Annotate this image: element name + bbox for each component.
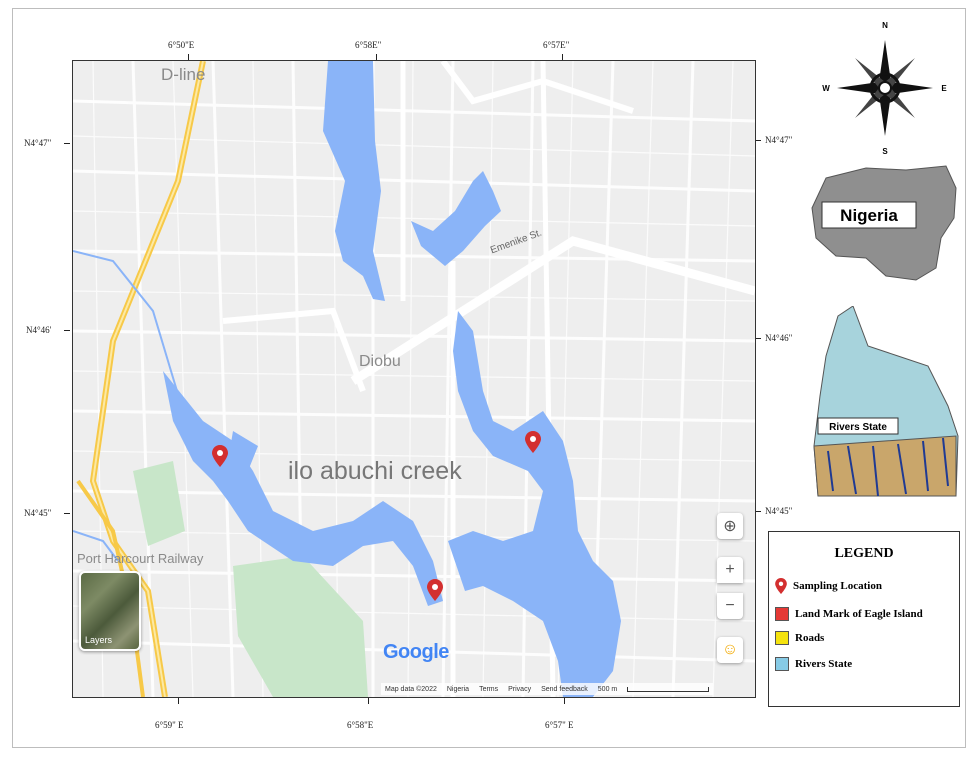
google-logo: Google <box>383 641 449 664</box>
zoom-out-button[interactable]: − <box>717 593 743 619</box>
right-coord-1: N4°47" <box>765 135 793 145</box>
rivers-state-label: Rivers State <box>829 422 887 433</box>
top-tick <box>562 54 563 60</box>
compass-s: S <box>882 147 888 156</box>
bottom-coord-3: 6°57" E <box>545 720 574 730</box>
legend-label: Sampling Location <box>793 580 882 592</box>
map-legend: LEGEND Sampling Location Land Mark of Ea… <box>768 531 960 707</box>
landmark-swatch <box>775 607 789 621</box>
left-tick <box>64 330 70 331</box>
sampling-location-pin[interactable] <box>427 579 443 601</box>
railway-label: Port Harcourt Railway <box>77 551 204 566</box>
top-coord-1: 6°50"E <box>168 40 195 50</box>
attribution-country[interactable]: Nigeria <box>446 685 470 693</box>
rivers-state-inset-map: Rivers State <box>813 306 959 497</box>
google-wordmark: Google <box>383 641 449 663</box>
layers-label: Layers <box>85 635 113 645</box>
legend-item-roads: Roads <box>775 630 824 646</box>
legend-item-sampling: Sampling Location <box>775 578 882 594</box>
right-tick <box>755 338 761 339</box>
left-coord-3: N4°45" <box>24 508 52 518</box>
top-tick <box>188 54 189 60</box>
compass-e: E <box>941 84 947 93</box>
scale-label: 500 m <box>597 685 618 693</box>
sampling-location-pin[interactable] <box>212 445 228 467</box>
left-tick <box>64 513 70 514</box>
left-coord-1: N4°47" <box>24 138 52 148</box>
legend-item-rivers: Rivers State <box>775 656 852 672</box>
top-tick <box>376 54 377 60</box>
compass-w: W <box>822 84 830 93</box>
zoom-in-button[interactable]: + <box>717 557 743 583</box>
bottom-tick <box>178 698 179 704</box>
top-coord-3: 6°57E" <box>543 40 570 50</box>
creek-label: ilo abuchi creek <box>288 457 462 485</box>
attribution-feedback-link[interactable]: Send feedback <box>541 685 588 693</box>
legend-item-landmark: Land Mark of Eagle Island <box>775 606 923 622</box>
attribution-data: Map data ©2022 <box>385 685 437 693</box>
left-tick <box>64 143 70 144</box>
attribution-terms-link[interactable]: Terms <box>479 685 499 693</box>
roads-swatch <box>775 631 789 645</box>
scale-bar <box>627 686 710 692</box>
map-canvas <box>73 61 755 697</box>
my-location-button[interactable]: ⊕ <box>717 513 743 539</box>
attribution-privacy-link[interactable]: Privacy <box>508 685 532 693</box>
dline-label: D-line <box>161 65 206 84</box>
legend-label: Rivers State <box>795 658 853 670</box>
map-attribution: Map data ©2022 Nigeria Terms Privacy Sen… <box>381 683 714 695</box>
sampling-pin-icon <box>775 578 787 594</box>
bottom-tick <box>564 698 565 704</box>
right-tick <box>755 511 761 512</box>
pegman-icon[interactable]: ☺ <box>717 637 743 663</box>
rivers-swatch <box>775 657 789 671</box>
nigeria-inset-map: Nigeria <box>811 165 957 281</box>
legend-label: Land Mark of Eagle Island <box>795 608 923 620</box>
diobu-label: Diobu <box>359 353 401 370</box>
compass-n: N <box>882 21 888 30</box>
bottom-tick <box>368 698 369 704</box>
layers-button[interactable]: Layers <box>79 571 141 651</box>
right-tick <box>755 140 761 141</box>
right-coord-3: N4°45" <box>765 506 793 516</box>
study-area-map[interactable]: D-line Diobu ilo abuchi creek Emenike St… <box>72 60 756 698</box>
bottom-coord-2: 6°58"E <box>347 720 374 730</box>
top-coord-2: 6°58E" <box>355 40 382 50</box>
legend-title: LEGEND <box>834 546 894 561</box>
bottom-coord-1: 6°59" E <box>155 720 184 730</box>
nigeria-label: Nigeria <box>840 206 898 225</box>
left-coord-2: N4°46' <box>26 325 52 335</box>
right-coord-2: N4°46" <box>765 333 793 343</box>
legend-label: Roads <box>795 632 825 644</box>
sampling-location-pin[interactable] <box>525 431 541 453</box>
compass-rose-icon: N S E W <box>822 21 947 156</box>
